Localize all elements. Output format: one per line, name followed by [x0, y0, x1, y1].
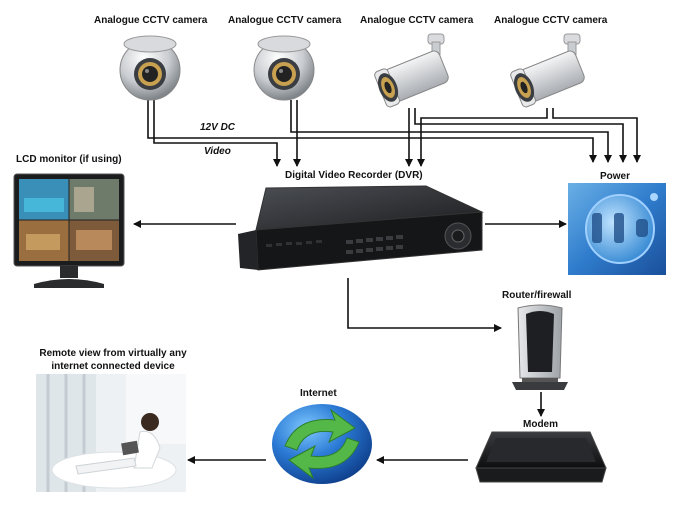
router-device	[512, 304, 568, 390]
dome-camera-2	[253, 35, 315, 101]
cam4-power-line	[552, 108, 641, 163]
monitor-label: LCD monitor (if using)	[16, 154, 122, 165]
camera-1-label: Analogue CCTV camera	[94, 15, 208, 26]
bullet-camera-4	[510, 33, 585, 108]
bullet-camera-3	[374, 33, 449, 108]
cam1-video-line	[153, 100, 281, 167]
camera-4-label: Analogue CCTV camera	[494, 15, 608, 26]
remote-view-label: Remote view from virtually any internet …	[32, 347, 194, 373]
dome-camera-1	[119, 35, 181, 101]
modem-label: Modem	[523, 419, 558, 430]
power-outlet	[568, 183, 666, 275]
cam2-power-line	[290, 100, 612, 163]
power-label: Power	[600, 171, 631, 182]
camera-3-label: Analogue CCTV camera	[360, 15, 474, 26]
lcd-monitor	[13, 173, 125, 288]
dvr-unit	[238, 185, 484, 271]
internet-label: Internet	[300, 388, 337, 399]
video-line-label: Video	[204, 146, 231, 157]
cam1-power-line	[147, 100, 597, 163]
power-line-label: 12V DC	[200, 122, 236, 133]
camera-2-label: Analogue CCTV camera	[228, 15, 342, 26]
remote-view-photo	[36, 374, 186, 492]
dvr-to-router-line	[347, 278, 502, 332]
modem-device	[475, 431, 607, 483]
remote-view-label-line2: internet connected device	[51, 361, 175, 372]
dvr-label: Digital Video Recorder (DVR)	[285, 170, 423, 181]
router-label: Router/firewall	[502, 290, 572, 301]
internet-globe	[272, 404, 372, 484]
cam3-power-line	[414, 108, 627, 163]
remote-view-label-line1: Remote view from virtually any	[39, 348, 187, 359]
cam4-video-line	[417, 108, 548, 167]
